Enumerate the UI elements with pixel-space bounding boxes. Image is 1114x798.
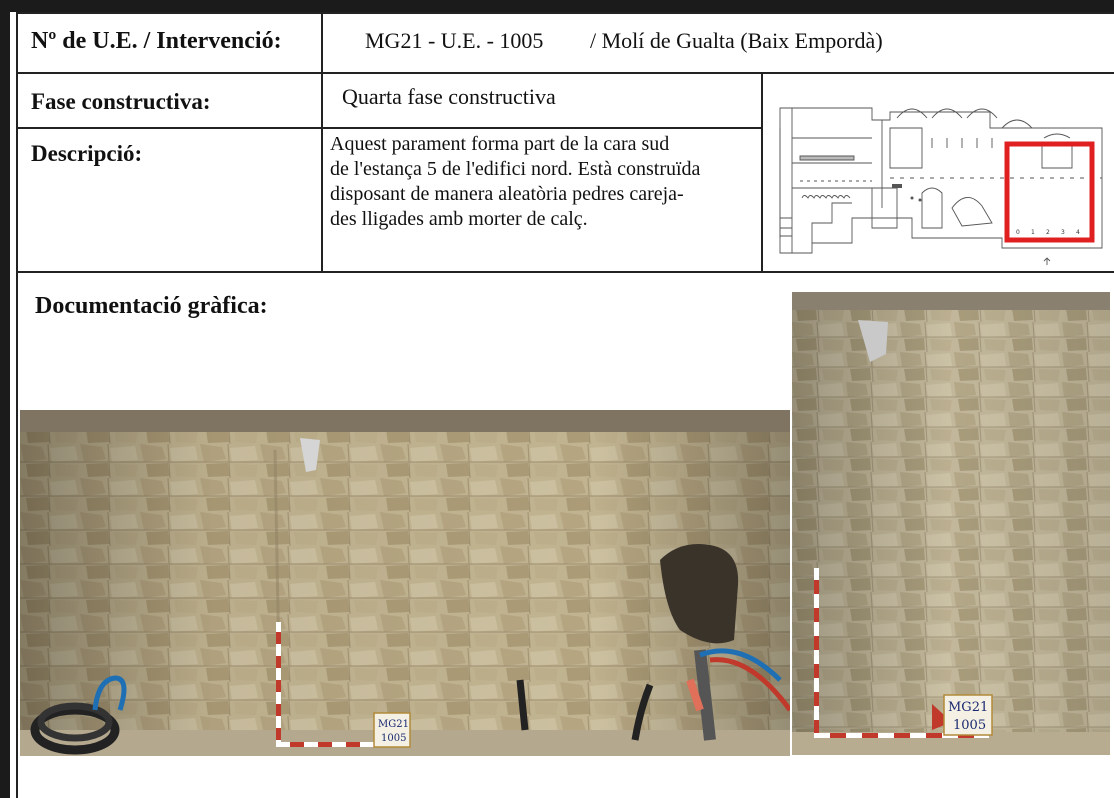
description-line: Aquest parament forma part de la cara su…	[330, 133, 670, 155]
ue-code: MG21 - U.E. - 1005	[365, 28, 544, 53]
scale-bar-vertical	[814, 568, 819, 738]
scale-bar-horizontal	[276, 742, 386, 747]
photo-tag-line: 1005	[953, 718, 986, 733]
site-plan-drawing: 0 1 2 3 4	[772, 98, 1110, 270]
record-sheet	[16, 12, 1114, 798]
col-divider-2	[761, 72, 763, 273]
scale-bar-vertical	[276, 622, 281, 744]
left-border	[0, 0, 10, 798]
wall-photo-detail: MG21 1005	[792, 292, 1110, 755]
coiled-hose	[30, 675, 127, 755]
phase-value: Quarta fase constructiva	[342, 84, 556, 109]
photo-tag-line: 1005	[381, 733, 406, 744]
ue-label: Nº de U.E. / Intervenció:	[31, 28, 282, 54]
scale-digit: 3	[1061, 229, 1065, 236]
row-divider-2	[16, 127, 762, 129]
scale-digit: 0	[1016, 229, 1020, 236]
col-divider-1	[321, 12, 323, 273]
description-line: de l'estança 5 de l'edifici nord. Està c…	[330, 158, 701, 180]
scale-digit: 2	[1046, 229, 1050, 236]
photo-tag-line: MG21	[378, 719, 409, 730]
site-name: / Molí de Gualta (Baix Empordà)	[590, 28, 883, 53]
photo-tag	[943, 694, 993, 736]
photo-tag-line: MG21	[948, 700, 988, 715]
description-text: Aquest parament forma part de la cara su…	[330, 132, 700, 232]
top-border	[0, 0, 1114, 12]
plan-highlight-box	[1004, 141, 1095, 243]
row-divider-1	[16, 72, 1114, 74]
wall-photo-wide: MG21 1005	[20, 410, 790, 756]
scale-digit: 4	[1076, 229, 1080, 236]
description-label: Descripció:	[31, 141, 143, 166]
graphic-doc-label: Documentació gràfica:	[35, 293, 268, 319]
scale-digit: 1	[1031, 229, 1035, 236]
photo-tag	[373, 712, 411, 748]
phase-label: Fase constructiva:	[31, 89, 211, 114]
description-line: disposant de manera aleatòria pedres car…	[330, 183, 684, 205]
row-divider-3	[16, 271, 1114, 273]
description-line: des lligades amb morter de calç.	[330, 208, 588, 230]
